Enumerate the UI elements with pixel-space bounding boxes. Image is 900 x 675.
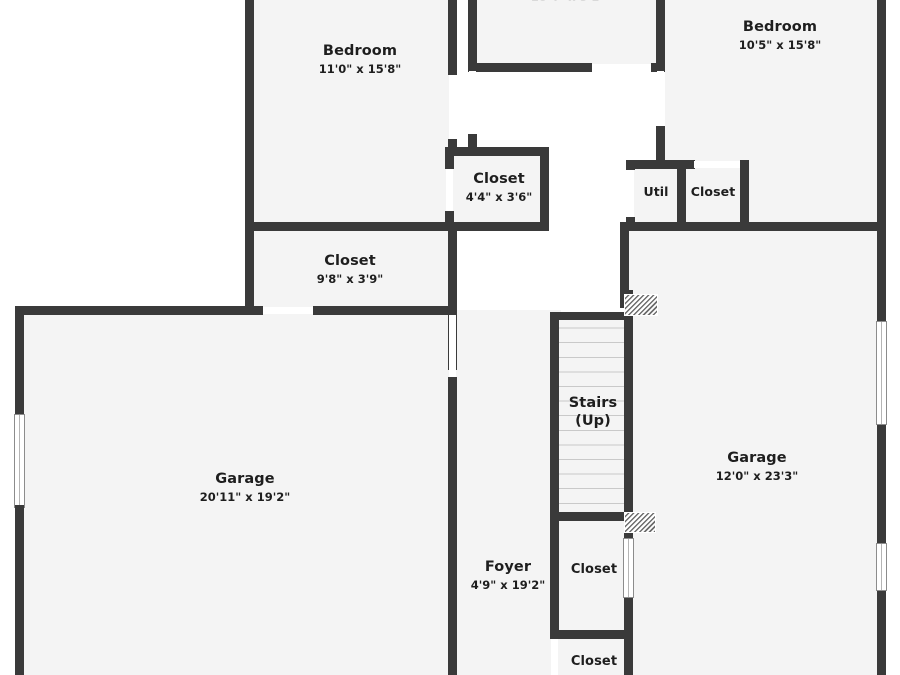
room-fill-garage-left	[17, 310, 457, 675]
wall-closet-util-east	[740, 160, 749, 230]
door-opening-garage-left-north	[263, 307, 315, 314]
wall-garage-right-east-bottom	[877, 591, 886, 675]
wall-garage-right-east-top	[877, 231, 886, 321]
wall-stairs-west	[550, 312, 559, 520]
room-fill-util	[633, 163, 680, 225]
wall-closet-hall-west	[245, 222, 254, 310]
wall-hall-north-left	[245, 222, 450, 231]
room-fill-bedroom-center	[474, 0, 661, 70]
window-symbol-garage-left-west	[14, 414, 25, 508]
wall-garage-left-north-w	[15, 306, 263, 315]
wall-center-room-east	[656, 0, 665, 68]
wall-center-room-west	[468, 0, 477, 67]
wall-closet-upper-east	[540, 147, 549, 231]
hatched-vent-symbol-lower	[624, 512, 656, 533]
room-fill-closet-stair-lower	[553, 515, 633, 635]
wall-central-corridor-west	[620, 231, 629, 308]
wall-bedroom-left-west	[245, 0, 254, 230]
room-fill-closet-util-right	[683, 163, 747, 225]
window-symbol-garage-right-east-lower	[876, 543, 887, 591]
door-opening-closet-util	[694, 161, 742, 168]
room-fill-garage-right	[632, 226, 886, 675]
wall-util-west-top	[626, 160, 635, 170]
wall-bedroom-left-east-upper	[448, 0, 457, 75]
wall-garage-left-north-e	[313, 306, 457, 315]
room-fill-closet-upper-center	[452, 149, 547, 226]
wall-closet-hall-east	[448, 222, 457, 310]
wall-hall-north-right	[620, 222, 886, 231]
door-opening-util	[627, 170, 634, 217]
room-fill-bedroom-left	[251, 0, 456, 226]
wall-garage-right-west-upper	[624, 290, 633, 512]
wall-closet-upper-west-top	[445, 147, 454, 169]
wall-closet-upper-west-bot	[445, 211, 454, 231]
door-opening-garage-left-foyer	[449, 315, 456, 377]
wall-stairs-north	[550, 312, 632, 320]
wall-bedroom-right-east	[877, 0, 886, 230]
wall-util-north	[626, 160, 686, 169]
door-opening-center-room-south	[592, 64, 652, 71]
wall-closet-bottom-west-top	[550, 630, 559, 639]
door-opening-bedroom-left	[449, 75, 456, 139]
wall-util-east	[677, 160, 686, 230]
door-opening-closet-upper	[446, 169, 453, 211]
room-fill-foyer	[457, 310, 561, 675]
door-opening-center-right-stub	[657, 71, 664, 126]
wall-bedroom-left-east-lower	[448, 139, 457, 153]
wall-center-room-south	[468, 63, 592, 72]
wall-garage-right-west-lower	[624, 598, 633, 675]
hatched-vent-fill-lower	[624, 512, 656, 533]
wall-closet-upper-south	[445, 222, 549, 231]
wall-center-left-stub	[468, 134, 477, 152]
wall-closet-stair-south	[550, 630, 633, 639]
wall-garage-right-east-mid	[877, 425, 886, 543]
wall-garage-left-east-lower	[448, 377, 457, 675]
wall-stairs-south	[550, 512, 632, 521]
window-symbol-garage-right-east-upper	[876, 321, 887, 425]
room-fill-closet-hall	[251, 226, 456, 310]
wall-garage-left-west-upper	[15, 306, 24, 414]
door-opening-closet-bottom	[551, 639, 558, 675]
door-opening-center-left-stub	[469, 71, 476, 134]
hatched-vent-symbol-upper	[624, 294, 658, 316]
stairs-treads	[558, 314, 628, 518]
wall-closet-stair-west	[550, 512, 559, 635]
wall-garage-left-west-lower	[15, 505, 24, 675]
hatched-vent-fill-upper	[624, 294, 658, 316]
window-symbol-garage-right-west	[623, 538, 634, 598]
wall-closet-upper-north	[445, 147, 549, 156]
wall-closet-util-north-left	[681, 160, 695, 169]
wall-center-right-stub	[656, 126, 665, 166]
